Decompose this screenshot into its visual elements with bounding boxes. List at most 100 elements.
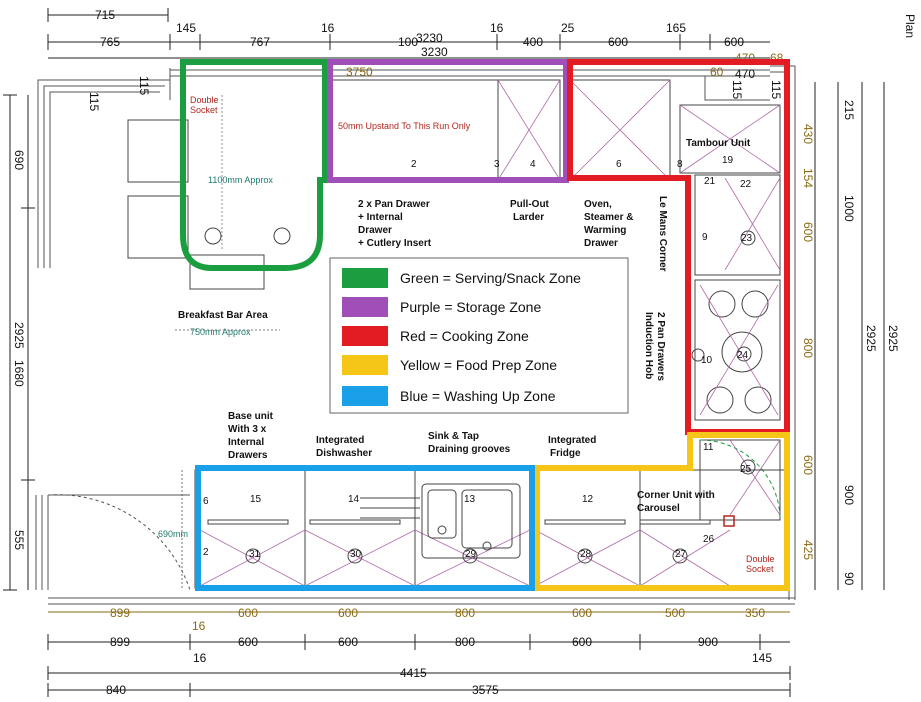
label-hob-2: 2 Pan Drawers: [655, 312, 666, 381]
dim-bot-899a: 899: [110, 606, 130, 620]
dim-top-470b: 470: [735, 67, 755, 81]
zone-purple: [327, 59, 569, 183]
dim-bot-350: 350: [745, 606, 765, 620]
bottom-dimensions: 899 600 600 800 600 500 350 16 899 600 6…: [47, 606, 791, 697]
dim-bot-899b: 899: [110, 635, 130, 649]
legend-item: Purple = Storage Zone: [342, 297, 541, 317]
legend-swatch: [342, 268, 388, 288]
dim-bot-800a: 800: [455, 606, 475, 620]
dim-top-400: 400: [523, 35, 543, 49]
dim-top-145: 145: [176, 21, 196, 35]
legend-label: Red = Cooking Zone: [400, 328, 529, 344]
label-sink-2: Draining grooves: [428, 444, 511, 455]
dim-bot-840: 840: [106, 683, 126, 697]
dim-top-600b: 600: [724, 35, 744, 49]
label-larder-1: Pull-Out: [510, 199, 550, 210]
legend-swatch: [342, 326, 388, 346]
label-sink-1: Sink & Tap: [428, 431, 479, 442]
dim-right-215: 215: [842, 100, 856, 120]
dim-bot-600e: 600: [338, 635, 358, 649]
legend-item: Green = Serving/Snack Zone: [342, 268, 581, 288]
unit-number: 2: [411, 159, 417, 170]
dim-left-2925: 2925: [12, 322, 26, 349]
dim-right-2925a: 2925: [864, 325, 878, 352]
dim-right-154: 154: [801, 168, 815, 188]
dim-left-555: 555: [12, 530, 26, 550]
unit-numbers: 2 3 4 6 8 19 21 22 9 23 10 24 11 25 26 1…: [203, 155, 753, 560]
right-run-units: [694, 174, 781, 527]
dim-top-165: 165: [666, 21, 686, 35]
dim-left-690: 690: [12, 150, 26, 170]
zone-blue: [195, 465, 535, 591]
unit-number: 4: [530, 159, 536, 170]
dim-top-25: 25: [561, 21, 575, 35]
label-double-socket-2a: Double: [746, 554, 775, 564]
label-pan-drawer-1: 2 x Pan Drawer: [358, 199, 430, 210]
label-hob-1: Induction Hob: [643, 312, 654, 379]
dim-wall-115b: 115: [137, 76, 151, 95]
dim-right-600b: 600: [801, 455, 815, 475]
dim-top-16b: 16: [490, 21, 504, 35]
dim-top-715: 715: [95, 8, 115, 22]
unit-number: 15: [250, 494, 262, 505]
label-breakfast-bar: Breakfast Bar Area: [178, 310, 268, 321]
unit-number: 26: [703, 534, 715, 545]
dim-right-1000: 1000: [842, 195, 856, 222]
zone-outlines: [180, 59, 790, 591]
unit-number: 6: [203, 496, 209, 507]
label-oven-4: Drawer: [584, 238, 618, 249]
label-le-mans: Le Mans Corner: [657, 196, 668, 272]
left-dimensions: 690 2925 1680 555: [3, 94, 35, 591]
unit-number: 23: [741, 233, 753, 244]
dim-bot-600f: 600: [572, 635, 592, 649]
dim-right-425: 425: [801, 540, 815, 560]
legend-label: Yellow = Food Prep Zone: [400, 357, 557, 373]
dim-right-2925b: 2925: [886, 325, 900, 352]
zone-green: [180, 59, 328, 271]
unit-number: 14: [348, 494, 360, 505]
unit-number: 12: [582, 494, 594, 505]
legend: Green = Serving/Snack Zone Purple = Stor…: [329, 257, 629, 414]
label-oven-2: Steamer &: [584, 212, 633, 223]
dim-bot-500: 500: [665, 606, 685, 620]
label-base-unit-2: With 3 x: [228, 424, 267, 435]
unit-number: 31: [249, 549, 261, 560]
label-pan-drawer-4: + Cutlery Insert: [358, 238, 432, 249]
annotations: Double Socket 1100mm Approx 50mm Upstand…: [158, 95, 775, 574]
unit-number: 29: [465, 549, 477, 560]
dim-right-90: 90: [842, 572, 856, 586]
dim-wall-115d: 115: [769, 80, 783, 99]
label-690mm: 690mm: [158, 529, 188, 539]
unit-number: 19: [722, 155, 734, 166]
unit-number: 3: [494, 159, 500, 170]
dim-right-800: 800: [801, 338, 815, 358]
dim-top-16a: 16: [321, 21, 335, 35]
unit-number: 11: [703, 442, 714, 453]
unit-number: 6: [616, 159, 622, 170]
dim-bot-4415: 4415: [400, 666, 427, 680]
dim-bot-800b: 800: [455, 635, 475, 649]
page-label: Plan: [903, 14, 917, 38]
dim-right-600a: 600: [801, 222, 815, 242]
label-approx-1100: 1100mm Approx: [208, 175, 273, 185]
label-fridge-1: Integrated: [548, 435, 596, 446]
dim-top-765: 765: [100, 35, 120, 49]
label-dishwasher-1: Integrated: [316, 435, 364, 446]
label-double-socket-1b: Socket: [190, 105, 218, 115]
dim-bot-900: 900: [698, 635, 718, 649]
unit-number: 8: [677, 159, 683, 170]
label-corner-unit-2: Carousel: [637, 503, 680, 514]
unit-number: 24: [737, 350, 749, 361]
dim-right-900: 900: [842, 485, 856, 505]
label-base-unit-4: Drawers: [228, 450, 268, 461]
legend-label: Green = Serving/Snack Zone: [400, 270, 581, 286]
unit-number: 2: [203, 547, 209, 558]
label-pan-drawer-3: Drawer: [358, 225, 392, 236]
dim-top-600a: 600: [608, 35, 628, 49]
dim-left-1680: 1680: [12, 360, 26, 387]
unit-number: 13: [464, 494, 476, 505]
dim-top-60: 60: [710, 65, 724, 79]
dim-wall-115c: 115: [730, 80, 744, 99]
legend-label: Purple = Storage Zone: [400, 299, 541, 315]
